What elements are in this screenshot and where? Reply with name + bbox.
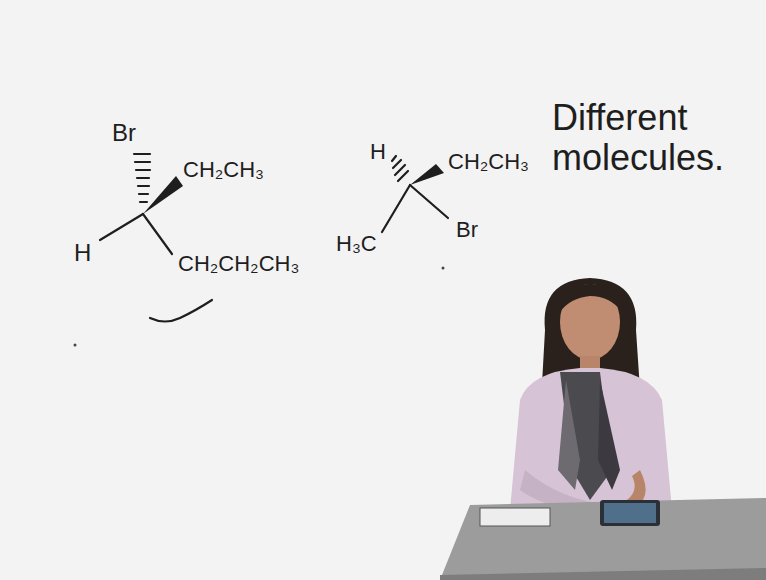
presenter-figure [510,278,672,515]
group-label: CH₂CH₂CH₃ [178,252,299,276]
wedge-bond [143,176,183,214]
table [440,498,766,580]
atom-label: H [74,240,91,266]
paper-box [480,508,550,526]
tablet-screen [604,503,656,523]
group-label: H₃C [336,232,377,256]
atom-label: H [370,140,386,164]
note-text: Different molecules. [552,98,747,177]
group-label: CH₂CH₃ [448,150,529,174]
pen-dot [442,267,445,270]
tablet [600,500,660,526]
atom-label: Br [456,218,478,242]
wedge-bond [410,164,444,185]
pen-dot [74,344,77,347]
right-molecule-bonds [382,156,448,232]
table-edge [440,568,766,580]
atom-label: Br [112,120,136,146]
group-label: CH₂CH₃ [183,158,264,182]
